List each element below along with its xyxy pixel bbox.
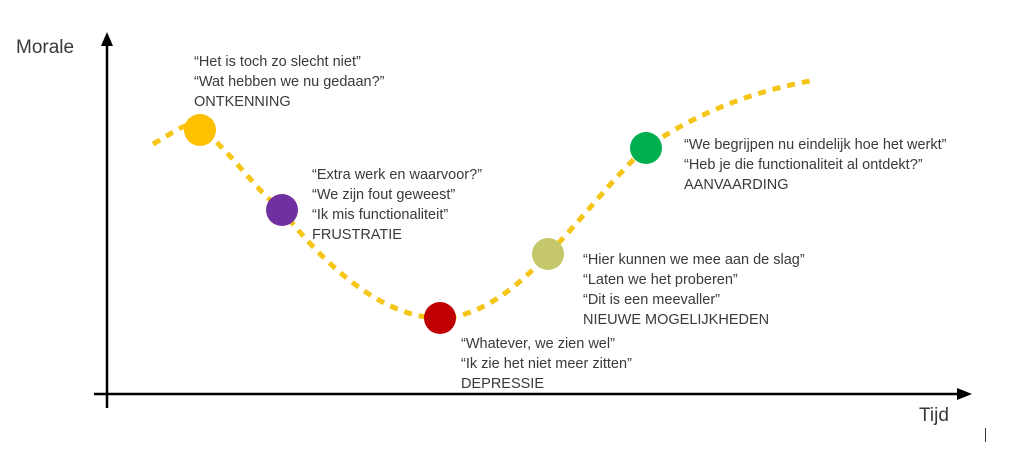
nieuwe-mogelijkheden-quote-2: “Laten we het proberen” (583, 272, 738, 288)
aanvaarding-quote-2: “Heb je die functionaliteit al ontdekt?” (684, 157, 923, 173)
depressie-label: DEPRESSIE (461, 376, 544, 392)
ontkenning-quote-1: “Het is toch zo slecht niet” (194, 54, 361, 70)
nieuwe-mogelijkheden-quote-1: “Hier kunnen we mee aan de slag” (583, 252, 805, 268)
aanvaarding-marker (630, 132, 662, 164)
depressie-marker (424, 302, 456, 334)
frustratie-quote-3: “Ik mis functionaliteit” (312, 207, 449, 223)
aanvaarding-text: “We begrijpen nu eindelijk hoe het werkt… (684, 135, 947, 195)
depressie-quote-1: “Whatever, we zien wel” (461, 336, 615, 352)
text-cursor (985, 428, 986, 442)
nieuwe-mogelijkheden-quote-3: “Dit is een meevaller” (583, 292, 720, 308)
depressie-text: “Whatever, we zien wel” “Ik zie het niet… (461, 334, 632, 394)
ontkenning-label: ONTKENNING (194, 94, 291, 110)
frustratie-quote-1: “Extra werk en waarvoor?” (312, 167, 483, 183)
y-axis-arrow (101, 32, 113, 46)
x-axis-arrow (957, 388, 972, 400)
ontkenning-text: “Het is toch zo slecht niet” “Wat hebben… (194, 52, 385, 112)
frustratie-quote-2: “We zijn fout geweest” (312, 187, 456, 203)
nieuwe-mogelijkheden-marker (532, 238, 564, 270)
ontkenning-quote-2: “Wat hebben we nu gedaan?” (194, 74, 385, 90)
nieuwe-mogelijkheden-text: “Hier kunnen we mee aan de slag” “Laten … (583, 250, 805, 330)
aanvaarding-label: AANVAARDING (684, 177, 789, 193)
frustratie-label: FRUSTRATIE (312, 227, 402, 243)
frustratie-text: “Extra werk en waarvoor?” “We zijn fout … (312, 165, 482, 245)
nieuwe-mogelijkheden-label: NIEUWE MOGELIJKHEDEN (583, 312, 770, 328)
ontkenning-marker (184, 114, 216, 146)
depressie-quote-2: “Ik zie het niet meer zitten” (461, 356, 632, 372)
frustratie-marker (266, 194, 298, 226)
x-axis-label: Tijd (919, 405, 949, 426)
aanvaarding-quote-1: “We begrijpen nu eindelijk hoe het werkt… (684, 137, 947, 153)
y-axis-label: Morale (16, 37, 75, 58)
